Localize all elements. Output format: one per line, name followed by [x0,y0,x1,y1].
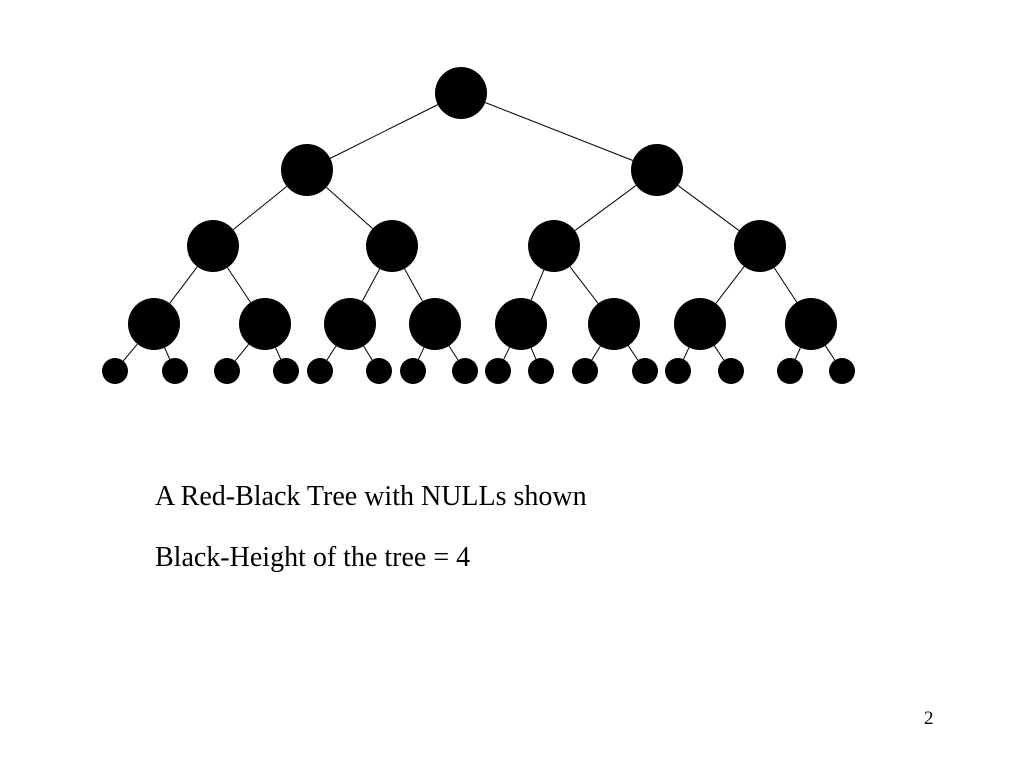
null-leaf-node [102,358,128,384]
tree-edge [824,345,836,361]
tree-edge [677,185,740,231]
tree-edge [232,185,288,231]
tree-edge [485,102,633,161]
tree-edge [169,266,198,304]
tree-edge [275,347,282,360]
black-tree-node [187,220,239,272]
tree-edge [448,345,459,361]
null-leaf-node [214,358,240,384]
tree-edge [574,185,637,231]
black-tree-node [409,298,461,350]
black-tree-node [435,67,487,119]
tree-edge [713,345,725,361]
black-tree-node [528,220,580,272]
null-leaf-node [777,358,803,384]
null-leaf-node [718,358,744,384]
tree-edge [569,266,599,304]
red-black-tree-diagram [102,67,855,384]
null-leaf-node [572,358,598,384]
tree-edge [330,104,438,159]
tree-edge [122,343,138,362]
tree-edge [404,268,423,302]
null-leaf-node [307,358,333,384]
null-leaf-node [665,358,691,384]
null-leaf-node [632,358,658,384]
tree-edge [227,267,251,303]
null-leaf-node [829,358,855,384]
tree-edge [627,345,639,361]
tree-nodes [102,67,855,384]
null-leaf-node [452,358,478,384]
null-leaf-node [366,358,392,384]
null-leaf-node [162,358,188,384]
tree-edge [234,343,250,362]
null-leaf-node [528,358,554,384]
tree-edge [363,345,373,361]
tree-edge [794,347,801,360]
null-leaf-node [485,358,511,384]
black-tree-node [588,298,640,350]
black-tree-node [785,298,837,350]
black-tree-node [281,144,333,196]
black-tree-node [128,298,180,350]
tree-edge [164,347,171,360]
null-leaf-node [400,358,426,384]
tree-edge [326,186,373,230]
tree-edge [715,266,745,304]
tree-edge [326,345,337,361]
black-tree-node [366,220,418,272]
page-number: 2 [924,708,934,729]
caption-black-height: Black-Height of the tree = 4 [155,542,471,573]
black-tree-node [495,298,547,350]
tree-edge [418,347,425,360]
caption-title: A Red-Black Tree with NULLs shown [155,481,587,512]
black-tree-node [324,298,376,350]
black-tree-node [734,220,786,272]
black-tree-node [674,298,726,350]
tree-edge [683,347,690,360]
tree-edge [361,268,381,302]
tree-edge [503,347,511,360]
tree-edge [591,345,601,361]
tree-edge [773,267,798,303]
tree-edge [530,347,537,360]
null-leaf-node [273,358,299,384]
tree-edge [530,269,545,301]
black-tree-node [239,298,291,350]
black-tree-node [631,144,683,196]
tree-edges [122,102,836,362]
